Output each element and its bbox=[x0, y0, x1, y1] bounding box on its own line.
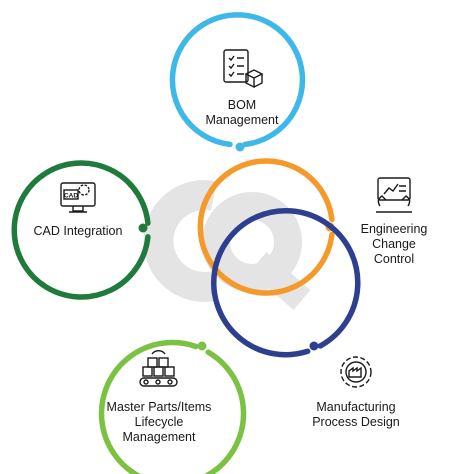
node-mpd bbox=[211, 208, 372, 388]
mpl-line-3: Management bbox=[122, 430, 196, 444]
mpl-line-2: Lifecycle bbox=[134, 415, 184, 429]
label-mpd: Manufacturing Process Design bbox=[306, 400, 406, 430]
node-bom bbox=[169, 12, 306, 152]
mpl-line-1: Master Parts/Items bbox=[106, 400, 212, 414]
mpl-connector-dot bbox=[197, 341, 207, 351]
mpd-line-1: Manufacturing bbox=[316, 400, 396, 414]
cad-ring bbox=[11, 160, 151, 300]
mpl-ring bbox=[98, 339, 247, 474]
bom-line-2: Management bbox=[205, 113, 279, 127]
ecc-line-1: Engineering bbox=[360, 222, 428, 236]
factory-gear-icon bbox=[340, 356, 372, 388]
ecc-line-3: Control bbox=[373, 252, 415, 266]
mpd-connector-dot bbox=[309, 341, 319, 351]
node-mpl bbox=[98, 339, 247, 474]
bom-connector-dot bbox=[235, 142, 245, 152]
label-mpl: Master Parts/Items Lifecycle Management bbox=[98, 400, 220, 445]
svg-text:CAD: CAD bbox=[64, 193, 78, 200]
cad-connector-dot bbox=[138, 223, 148, 233]
ecc-line-2: Change bbox=[372, 237, 416, 251]
label-bom: BOM Management bbox=[192, 98, 292, 128]
checklist-box-icon bbox=[223, 49, 264, 89]
mpd-ring bbox=[211, 208, 361, 358]
label-ecc: Engineering Change Control bbox=[348, 222, 440, 267]
label-cad: CAD Integration bbox=[28, 224, 128, 239]
monitor-hands-icon bbox=[376, 177, 412, 213]
cad-monitor-icon: CAD bbox=[60, 182, 96, 213]
node-cad: CAD bbox=[11, 160, 151, 300]
cad-line-1: CAD Integration bbox=[33, 224, 123, 238]
mpd-line-2: Process Design bbox=[312, 415, 400, 429]
ecc-ring bbox=[197, 158, 335, 296]
cq-logo-icon bbox=[143, 180, 311, 310]
bom-line-1: BOM bbox=[227, 98, 257, 112]
conveyor-boxes-icon bbox=[139, 350, 178, 387]
bom-ring bbox=[169, 12, 306, 148]
